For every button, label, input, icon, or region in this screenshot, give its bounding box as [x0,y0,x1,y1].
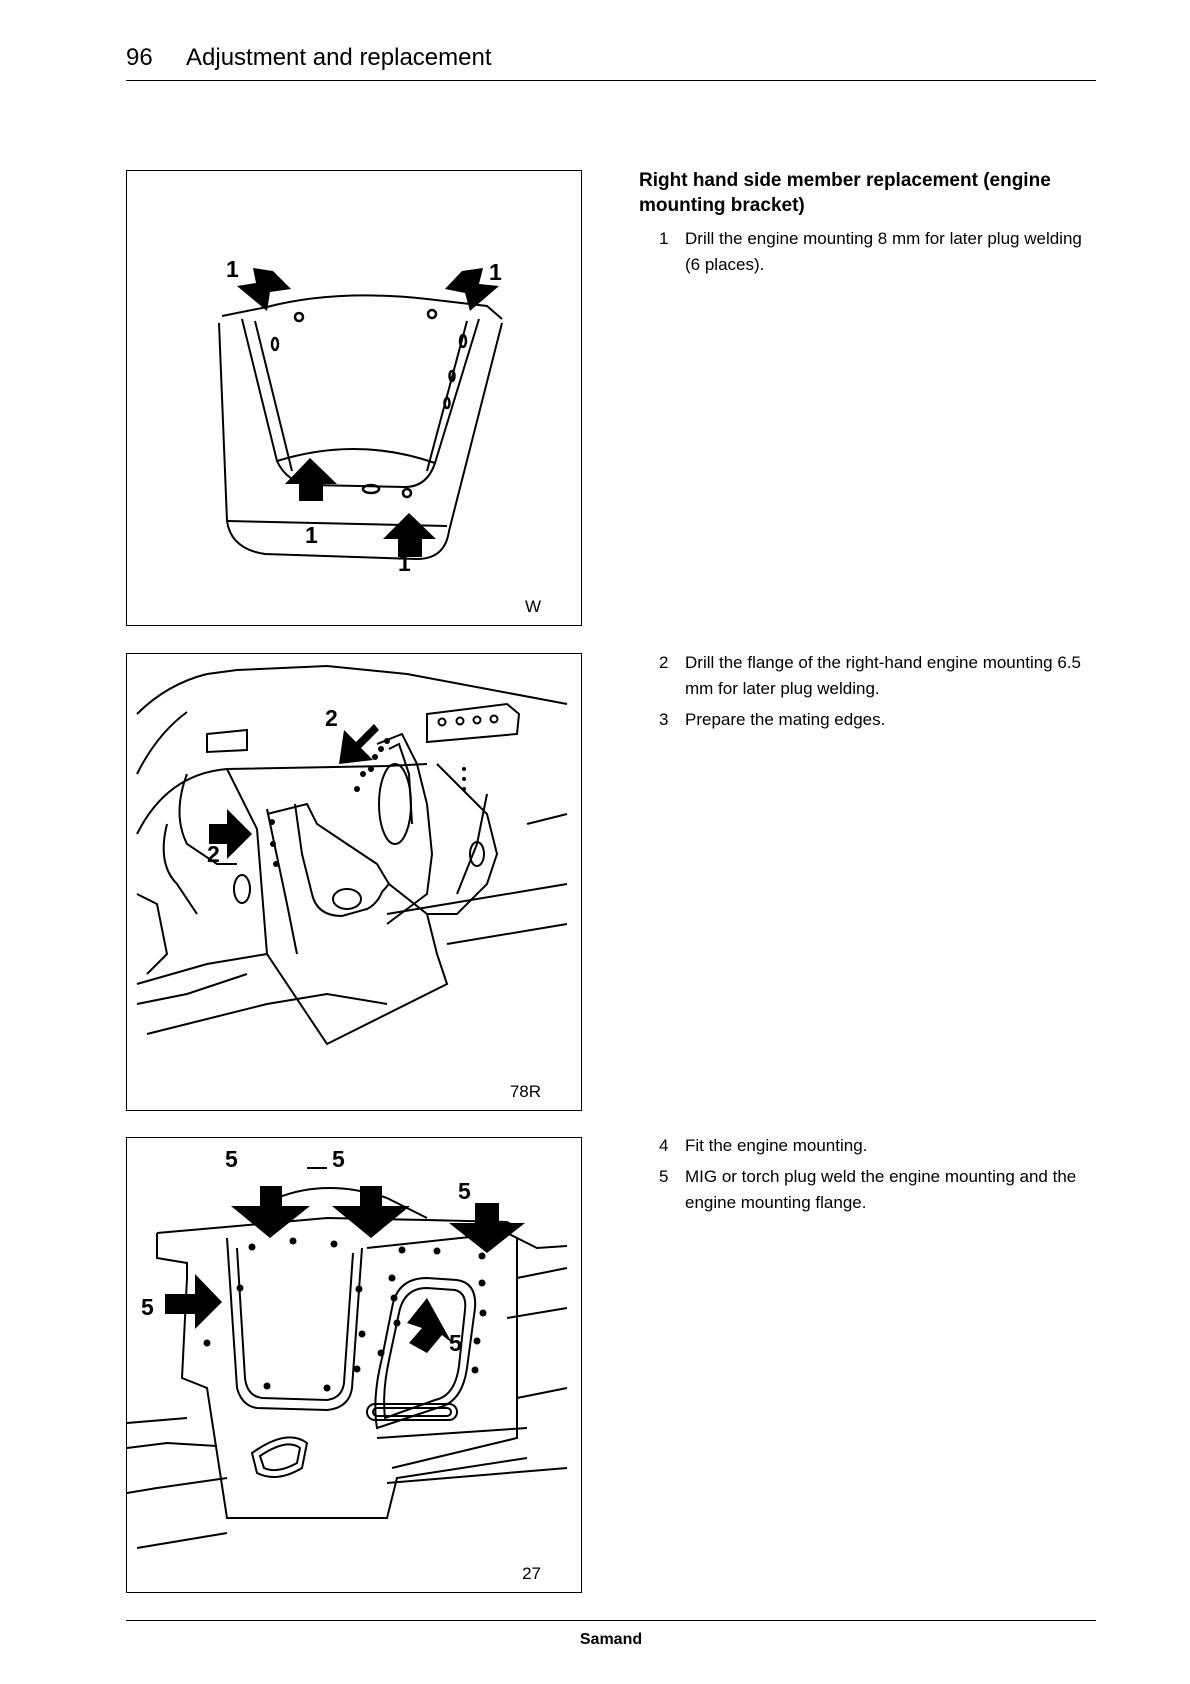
callout-label: 1 [305,522,318,548]
callout-label: 1 [489,259,502,285]
flange-illustration: 2 2 [136,664,568,1046]
arrow-icon [383,513,436,557]
arrow-icon [237,268,291,311]
figure-plug-weld: 5 5 5 5 5 27 [126,1137,582,1593]
plug-weld-illustration: 5 5 5 5 5 [127,1146,568,1549]
engine-mounting-illustration: 1 1 1 1 [218,256,503,576]
step-item: 3 Prepare the mating edges. [659,707,1099,733]
figure-engine-mounting-flange: 2 2 78R [126,653,582,1111]
arrow-icon [231,1186,310,1238]
step-item: 4 Fit the engine mounting. [659,1133,1099,1159]
callout-label: 5 [225,1146,238,1172]
step-number: 4 [659,1136,669,1155]
step-text: MIG or torch plug weld the engine mounti… [685,1167,1077,1212]
step-text: Drill the engine mounting 8 mm for later… [685,229,1082,274]
arrow-icon [209,809,252,859]
page-number: 96 [126,44,153,71]
section-title: Right hand side member replacement (engi… [639,170,1051,216]
arrow-icon [407,1298,452,1353]
page-header: 96 Adjustment and replacement [126,44,1096,81]
callout-label: 5 [141,1294,154,1320]
arrow-icon [449,1203,525,1253]
figure-code: W [524,597,541,616]
callout-label: 2 [207,841,220,867]
arrow-icon [285,458,337,501]
step-list: 1 Drill the engine mounting 8 mm for lat… [659,226,1099,283]
page-title: Adjustment and replacement [186,44,492,71]
step-item: 5 MIG or torch plug weld the engine moun… [659,1164,1099,1216]
arrow-icon [339,724,379,764]
step-text: Fit the engine mounting. [685,1136,868,1155]
callout-label: 1 [398,550,411,576]
callout-label: 5 [332,1146,345,1172]
callout-label: 5 [449,1330,462,1356]
step-item: 1 Drill the engine mounting 8 mm for lat… [659,226,1099,278]
step-text: Prepare the mating edges. [685,710,886,729]
step-number: 1 [659,229,669,248]
figure-code: 27 [522,1564,541,1583]
step-text: Drill the flange of the right-hand engin… [685,653,1081,698]
callout-label: 1 [226,256,239,282]
arrow-icon [332,1186,410,1238]
step-item: 2 Drill the flange of the right-hand eng… [659,650,1099,702]
step-number: 2 [659,653,669,672]
arrow-icon [165,1274,222,1329]
figure-engine-mounting-drill: 1 1 1 1 W [126,170,582,626]
page-footer: Samand [126,1620,1096,1648]
step-number: 3 [659,710,669,729]
step-list: 4 Fit the engine mounting. 5 MIG or torc… [659,1133,1099,1221]
step-number: 5 [659,1167,669,1186]
callout-label: 2 [325,705,338,731]
step-list: 2 Drill the flange of the right-hand eng… [659,650,1099,738]
arrow-icon [445,268,499,311]
figure-code: 78R [509,1082,541,1101]
footer-brand: Samand [579,1631,643,1648]
callout-label: 5 [458,1178,471,1204]
